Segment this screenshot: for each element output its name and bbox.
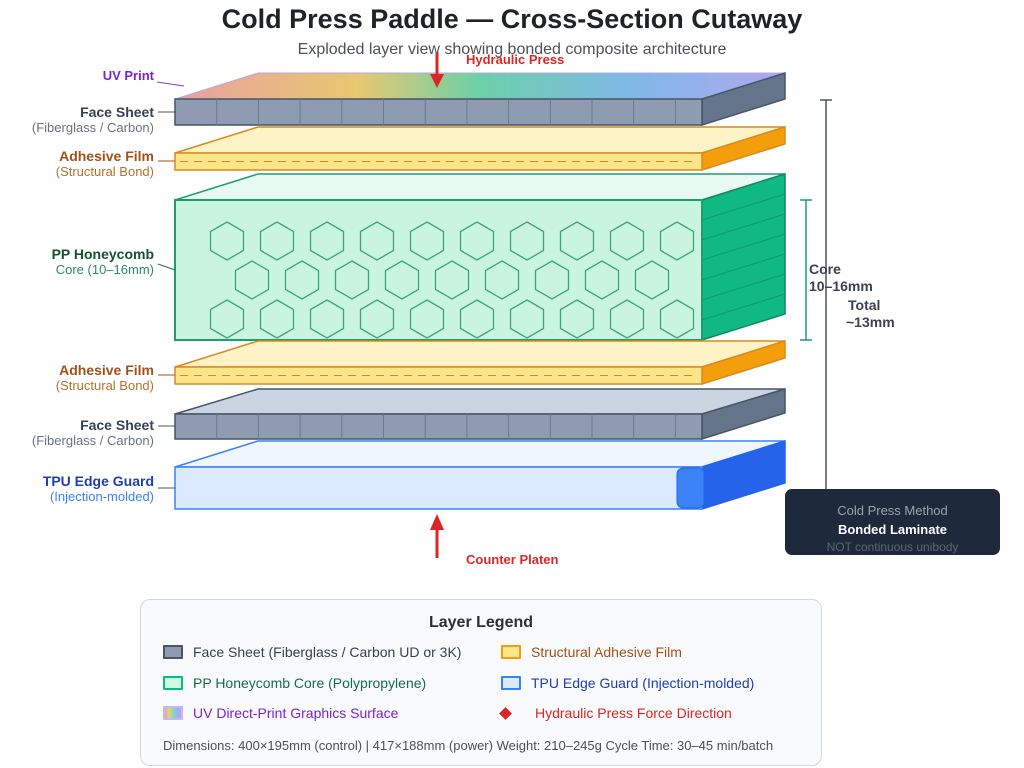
layer-honeycomb-core	[174, 172, 786, 342]
honeycomb-cell	[209, 221, 245, 261]
label-tpu-edge-guard: TPU Edge Guard (Injection-molded)	[42, 473, 154, 504]
honeycomb-cell	[284, 260, 320, 300]
honeycomb-cell	[434, 260, 470, 300]
core-dimension-label: Core 10–16mm	[809, 261, 873, 294]
layer-face-sheet-bottom	[174, 387, 786, 441]
layer-adhesive-top	[174, 125, 786, 172]
legend-item-press-force: Hydraulic Press Force Direction	[495, 705, 732, 721]
honeycomb-cell	[659, 221, 695, 261]
legend-title: Layer Legend	[428, 614, 534, 631]
label-face-sheet-top: Face Sheet (Fiberglass / Carbon)	[31, 104, 154, 135]
honeycomb-cell	[534, 260, 570, 300]
honeycomb-cell	[359, 221, 395, 261]
honeycomb-cell	[659, 299, 695, 339]
legend-item-adhesive: Structural Adhesive Film	[501, 644, 682, 660]
legend-item-uv-print: UV Direct-Print Graphics Surface	[163, 705, 398, 721]
callout-method: Cold Press Method	[837, 503, 948, 518]
hydraulic-press-arrow	[430, 52, 444, 88]
honeycomb-cell	[459, 221, 495, 261]
cold-press-method-callout: Cold Press Method Bonded Laminate NOT co…	[785, 489, 1000, 555]
honeycomb-cell	[559, 221, 595, 261]
honeycomb-cell	[209, 299, 245, 339]
press-force-diamond-icon	[499, 706, 512, 720]
honeycomb-cell	[609, 221, 645, 261]
tpu-edge-cap	[676, 467, 705, 509]
cross-section-diagram	[156, 52, 832, 558]
core-dimension-bracket	[800, 199, 812, 341]
honeycomb-cell	[609, 299, 645, 339]
honeycomb-cell	[409, 299, 445, 339]
honeycomb-cell	[384, 260, 420, 300]
honeycomb-cell	[309, 299, 345, 339]
total-dimension-bracket	[820, 99, 832, 490]
hydraulic-press-label: Hydraulic Press	[466, 52, 565, 67]
uv-print-label: UV Print	[102, 68, 154, 83]
core-side-stripe	[701, 273, 786, 301]
honeycomb-cell	[509, 299, 545, 339]
core-side-stripe	[701, 233, 786, 261]
legend-item-honeycomb: PP Honeycomb Core (Polypropylene)	[163, 675, 426, 691]
counter-platen-arrow	[430, 514, 444, 558]
face-sheet-top-front	[174, 98, 703, 126]
label-adhesive-top: Adhesive Film (Structural Bond)	[55, 148, 154, 179]
page-subtitle: Exploded layer view showing bonded compo…	[297, 41, 727, 58]
honeycomb-cell	[359, 299, 395, 339]
core-side-stripe	[701, 293, 786, 321]
honeycomb-cells	[209, 221, 695, 339]
honeycomb-cell	[259, 299, 295, 339]
label-honeycomb-core: PP Honeycomb Core (10–16mm)	[51, 246, 154, 277]
core-side-stripe	[701, 193, 786, 221]
honeycomb-cell	[634, 260, 670, 300]
tpu-swatch	[501, 676, 521, 690]
label-adhesive-bottom: Adhesive Film (Structural Bond)	[55, 362, 154, 393]
honeycomb-cell	[484, 260, 520, 300]
honeycomb-cell	[259, 221, 295, 261]
face-sheet-top-segments	[216, 99, 676, 125]
callout-note: NOT continuous unibody	[826, 540, 959, 554]
honeycomb-cell	[459, 299, 495, 339]
honeycomb-cell	[409, 221, 445, 261]
leader-lines	[156, 81, 185, 489]
page-title: Cold Press Paddle — Cross-Section Cutawa…	[221, 4, 803, 34]
honeycomb-cell	[509, 221, 545, 261]
layer-face-sheet-top	[174, 71, 786, 127]
honeycomb-cell	[309, 221, 345, 261]
honeycomb-cell	[334, 260, 370, 300]
layer-adhesive-bottom	[174, 339, 786, 386]
dimensions-footer: Dimensions: 400×195mm (control) | 417×18…	[163, 738, 774, 753]
layer-tpu-edge-guard	[174, 439, 786, 511]
honeycomb-cell	[559, 299, 595, 339]
legend-item-tpu: TPU Edge Guard (Injection-molded)	[501, 675, 754, 691]
layer-legend: Layer Legend Face Sheet (Fiberglass / Ca…	[140, 599, 822, 766]
label-face-sheet-bottom: Face Sheet (Fiberglass / Carbon)	[31, 417, 154, 448]
uv-print-swatch	[163, 706, 183, 720]
honeycomb-cell	[584, 260, 620, 300]
honeycomb-swatch	[163, 676, 183, 690]
adhesive-swatch	[501, 645, 521, 659]
face-sheet-swatch	[163, 645, 183, 659]
core-side-stripe	[701, 213, 786, 241]
counter-platen-label: Counter Platen	[466, 552, 559, 567]
uv-print-surface	[174, 72, 786, 100]
total-dimension-label: Total ~13mm	[846, 297, 895, 330]
callout-bonded-laminate: Bonded Laminate	[837, 522, 948, 537]
legend-item-face-sheet: Face Sheet (Fiberglass / Carbon UD or 3K…	[163, 644, 461, 660]
core-side-stripe	[701, 253, 786, 281]
honeycomb-cell	[234, 260, 270, 300]
